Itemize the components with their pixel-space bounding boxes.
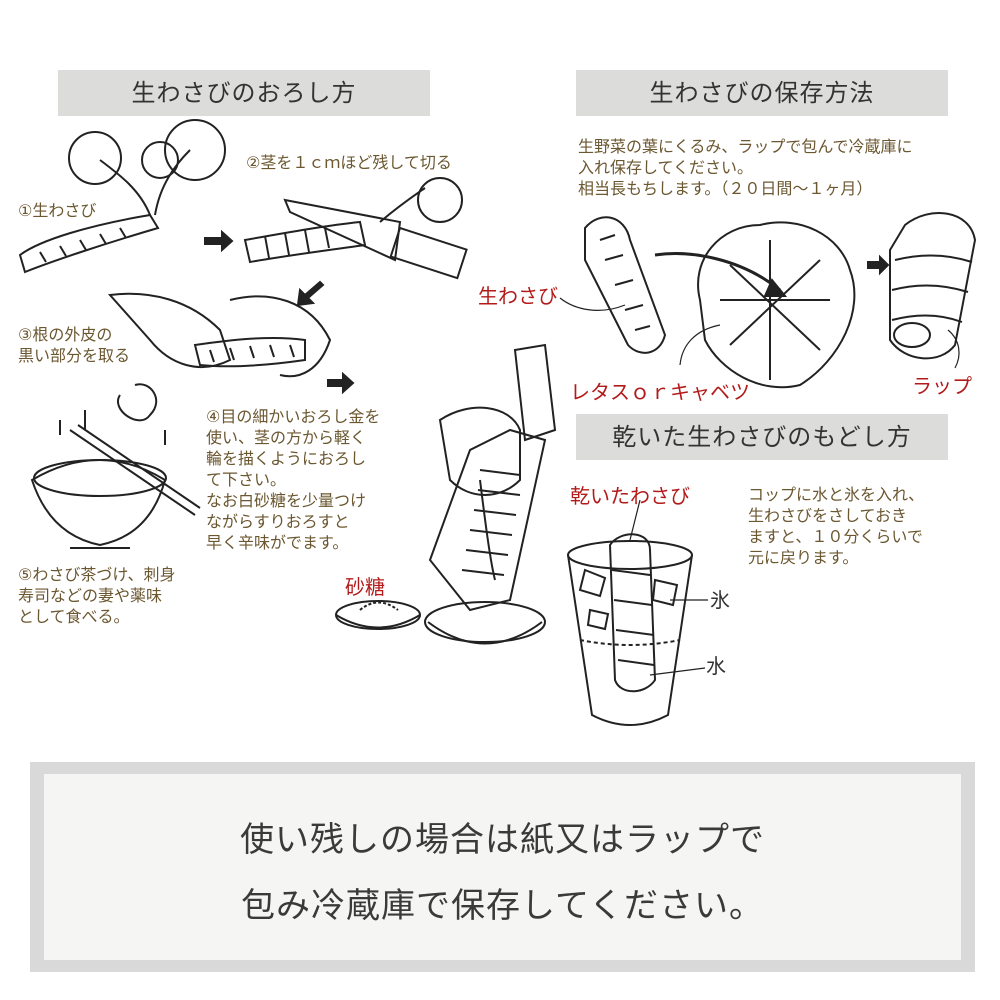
note-line-1: 使い残しの場合は紙又はラップで (240, 820, 765, 860)
storage-wasabi-illustration (584, 216, 667, 354)
sugar-dish-illustration (335, 600, 421, 630)
bowl-chopsticks-illustration (30, 383, 201, 549)
step3-label: ③根の外皮の 黒い部分を取る (18, 325, 131, 365)
rehydrate-section-title: 乾いた生わさびのもどし方 (576, 414, 948, 460)
hands-peeling-illustration (107, 292, 332, 378)
wrapped-wasabi-illustration (889, 212, 977, 360)
step1-label: ①生わさび (18, 201, 97, 220)
glass-wasabi-illustration (567, 533, 693, 726)
ice-label: 氷 (710, 588, 730, 612)
wasabi-root-illustration (18, 119, 226, 274)
knife-cutting-illustration (243, 177, 468, 280)
rehydrate-instructions: コップに水と氷を入れ、 生わさびをさしておき ますと、１０分くらいで 元に戻りま… (748, 485, 925, 567)
lettuce-leaf-illustration (697, 221, 856, 389)
grating-section-title: 生わさびのおろし方 (58, 70, 430, 116)
water-label: 水 (706, 654, 726, 678)
storage-instructions: 生野菜の葉にくるみ、ラップで包んで冷蔵庫に 入れ保存してください。 相当長もちし… (578, 137, 913, 198)
dried-wasabi-label: 乾いたわさび (570, 484, 690, 508)
sugar-label: 砂糖 (345, 575, 385, 599)
lettuce-cabbage-label: レタスｏｒキャベツ (570, 380, 750, 404)
wrap-label: ラップ (912, 374, 972, 398)
step4-instructions: ④目の細かいおろし金を 使い、茎の方から軽く 輪を描くようにおろし て下さい。 … (206, 407, 381, 552)
step5-label: ⑤わさび茶づけ、刺身 寿司などの妻や薬味 として食べる。 (18, 565, 176, 626)
grater-hand-illustration (424, 343, 557, 645)
step2-label: ②茎を１ｃｍほど残して切る (246, 153, 452, 172)
illustrations (18, 119, 977, 726)
storage-wasabi-label: 生わさび (478, 284, 558, 308)
storage-section-title: 生わさびの保存方法 (576, 70, 948, 116)
note-line-2: 包み冷蔵庫で保存してください。 (241, 886, 764, 926)
storage-note-box: 使い残しの場合は紙又はラップで 包み冷蔵庫で保存してください。 (30, 762, 975, 972)
